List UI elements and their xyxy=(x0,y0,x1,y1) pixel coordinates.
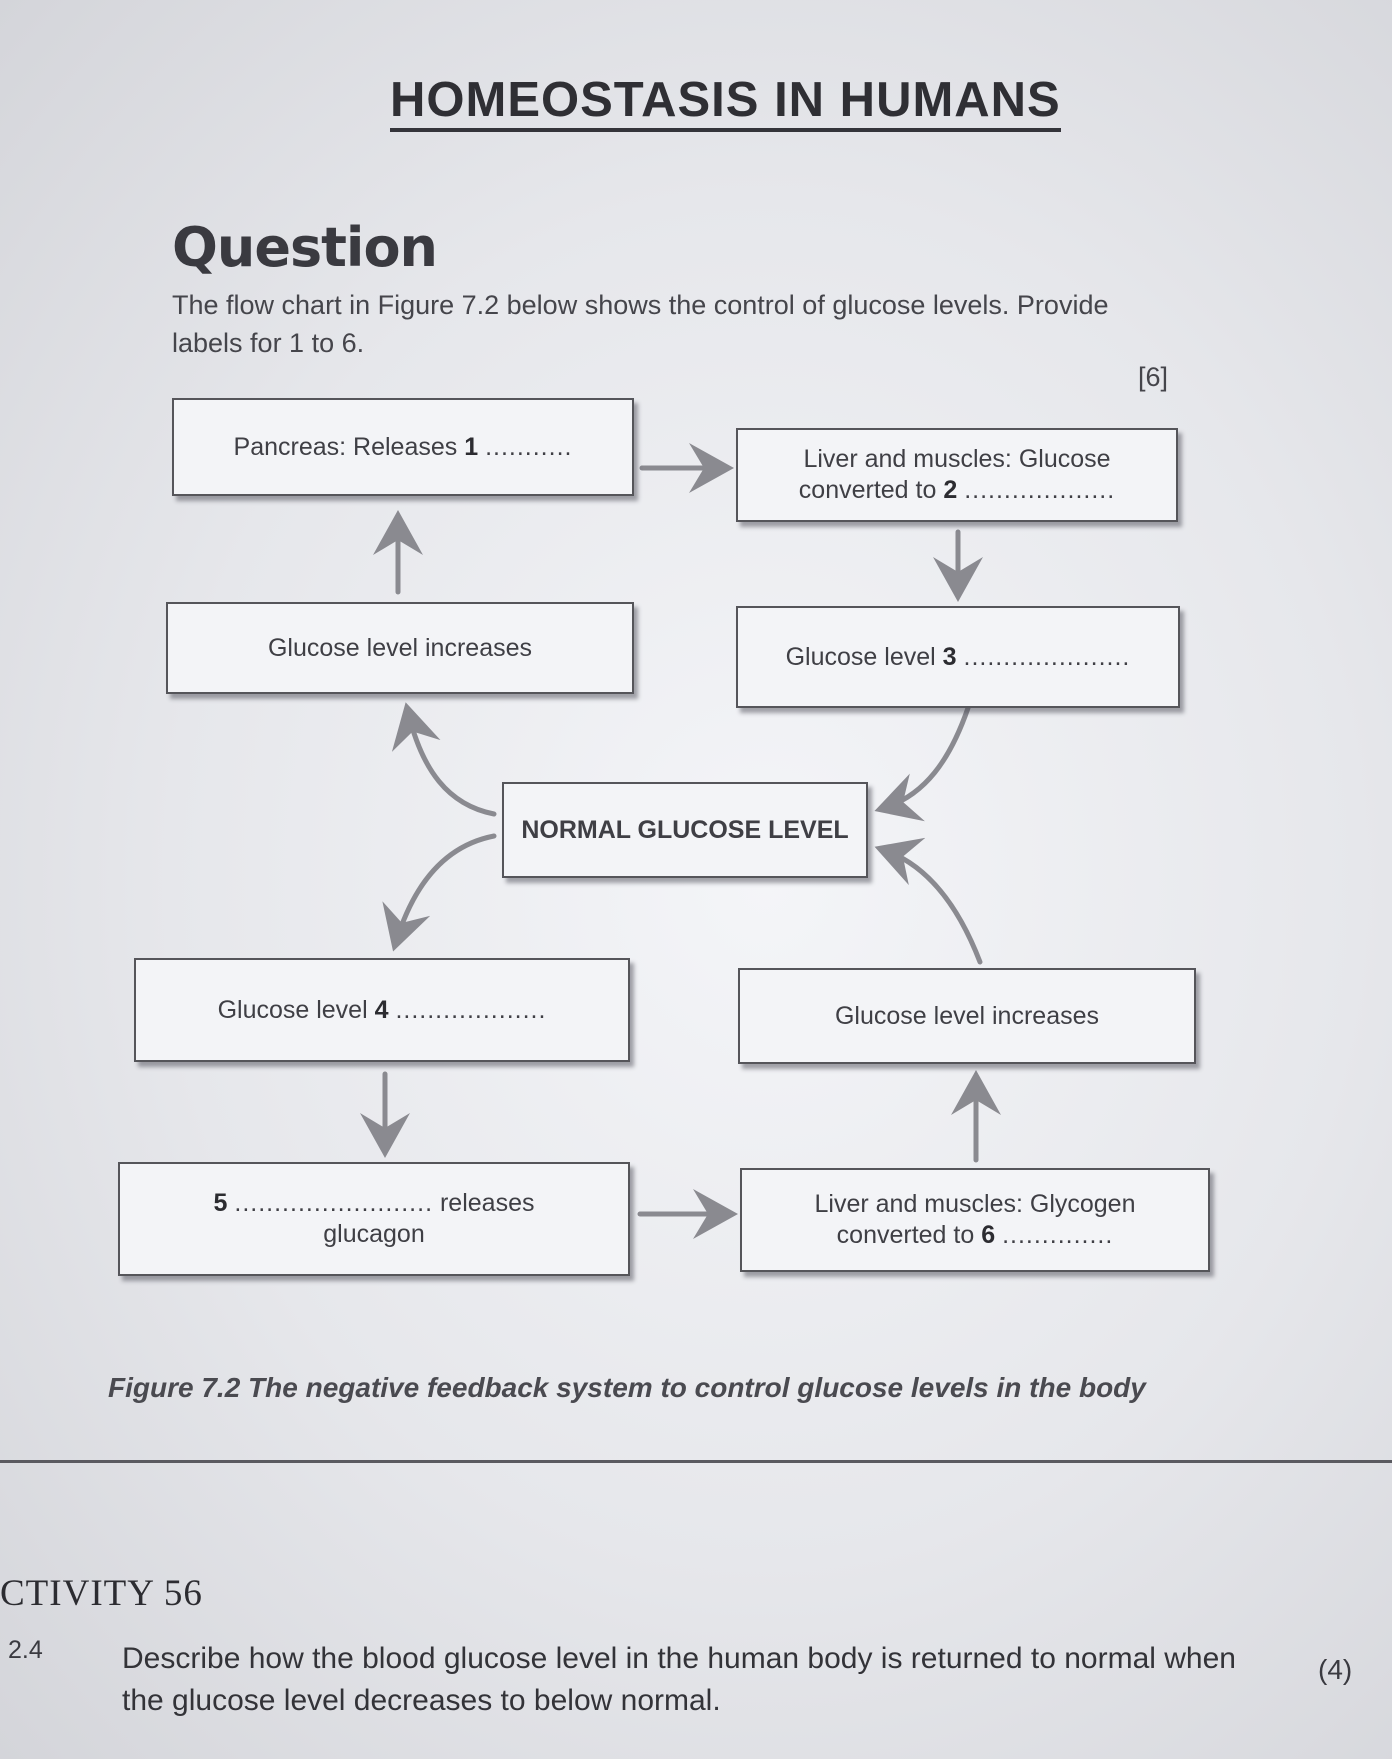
question-number: 2.4 xyxy=(8,1636,43,1664)
increase-left-text: Glucose level increases xyxy=(267,633,532,662)
liver-top-line2: converted to 2 ................... xyxy=(799,475,1115,506)
label-2: 2 xyxy=(943,476,958,504)
level4-text: Glucose level xyxy=(217,995,368,1024)
label-1: 1 xyxy=(464,432,479,461)
pancreas-line: Pancreas: Releases 1 ........... xyxy=(234,432,573,463)
level3-text: Glucose level xyxy=(785,642,936,671)
label-4: 4 xyxy=(374,995,389,1024)
label-6: 6 xyxy=(981,1221,996,1249)
arrow-normal-to-increase xyxy=(391,702,497,817)
box5-line1: 5 ......................... releases xyxy=(214,1188,535,1219)
increase-right-text: Glucose level increases xyxy=(834,1001,1099,1030)
blank-6: .............. xyxy=(1002,1221,1114,1249)
blank-2: ................... xyxy=(964,476,1116,504)
pancreas-box: Pancreas: Releases 1 ........... xyxy=(172,398,634,496)
question-marks-activity: (4) xyxy=(1318,1654,1353,1685)
question-text: Describe how the blood glucose level in … xyxy=(122,1642,1236,1717)
section-divider xyxy=(0,1460,1392,1463)
box5-line2: glucagon xyxy=(323,1220,425,1248)
label-5: 5 xyxy=(213,1189,228,1217)
arrow-level3-to-normal xyxy=(874,705,971,822)
pancreas-text: Pancreas: Releases xyxy=(233,432,458,461)
blank-3: ..................... xyxy=(963,642,1131,671)
liver-muscles-glucose-box: Liver and muscles: Glucose converted to … xyxy=(736,428,1178,522)
arrow-increase-to-normal xyxy=(874,837,983,965)
figure-caption: Figure 7.2 The negative feedback system … xyxy=(108,1372,1146,1403)
normal-text: NORMAL GLUCOSE LEVEL xyxy=(521,815,849,844)
label-3: 3 xyxy=(942,642,957,671)
normal-glucose-level-box: NORMAL GLUCOSE LEVEL xyxy=(502,782,868,878)
question-heading: Question xyxy=(172,216,438,279)
liver-muscles-glycogen-box: Liver and muscles: Glycogen converted to… xyxy=(740,1168,1210,1272)
glucagon-source-box: 5 ......................... releases glu… xyxy=(118,1162,630,1276)
liver-bottom-text: converted to xyxy=(836,1221,975,1249)
activity-heading: CTIVITY 56 xyxy=(0,1573,203,1614)
liver-bottom-line1: Liver and muscles: Glycogen xyxy=(814,1190,1136,1218)
blank-4: ................... xyxy=(395,995,547,1024)
blank-5: ......................... xyxy=(234,1189,434,1217)
level3-line: Glucose level 3 ..................... xyxy=(786,642,1131,673)
level4-line: Glucose level 4 ................... xyxy=(218,995,547,1026)
glucose-level-4-box: Glucose level 4 ................... xyxy=(134,958,630,1062)
glucose-level-3-box: Glucose level 3 ..................... xyxy=(736,606,1180,708)
box5-text: releases xyxy=(439,1189,535,1217)
liver-bottom-line2: converted to 6 .............. xyxy=(837,1220,1114,1251)
page-title: HOMEOSTASIS IN HUMANS xyxy=(390,72,1061,132)
glucose-increases-right-box: Glucose level increases xyxy=(738,968,1196,1064)
question-marks: [6] xyxy=(1138,362,1169,392)
glucose-increases-left-box: Glucose level increases xyxy=(166,602,634,694)
arrow-normal-to-level4 xyxy=(382,833,497,952)
liver-top-text: converted to xyxy=(798,476,937,504)
question-intro: The flow chart in Figure 7.2 below shows… xyxy=(172,290,1109,358)
blank-1: ........... xyxy=(485,432,573,461)
liver-top-line1: Liver and muscles: Glucose xyxy=(803,445,1111,473)
